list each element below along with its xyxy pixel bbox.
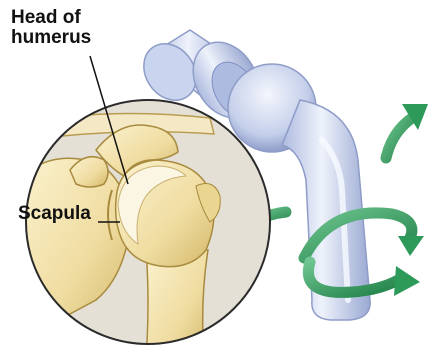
curved-arrow-up-right-icon [386,104,428,158]
head-of-humerus-label: Head of humerus [11,8,91,48]
head-of-humerus-label-line-2: humerus [11,28,91,48]
scapula-label: Scapula [18,204,91,224]
head-of-humerus-label-line-1: Head of [11,8,91,28]
